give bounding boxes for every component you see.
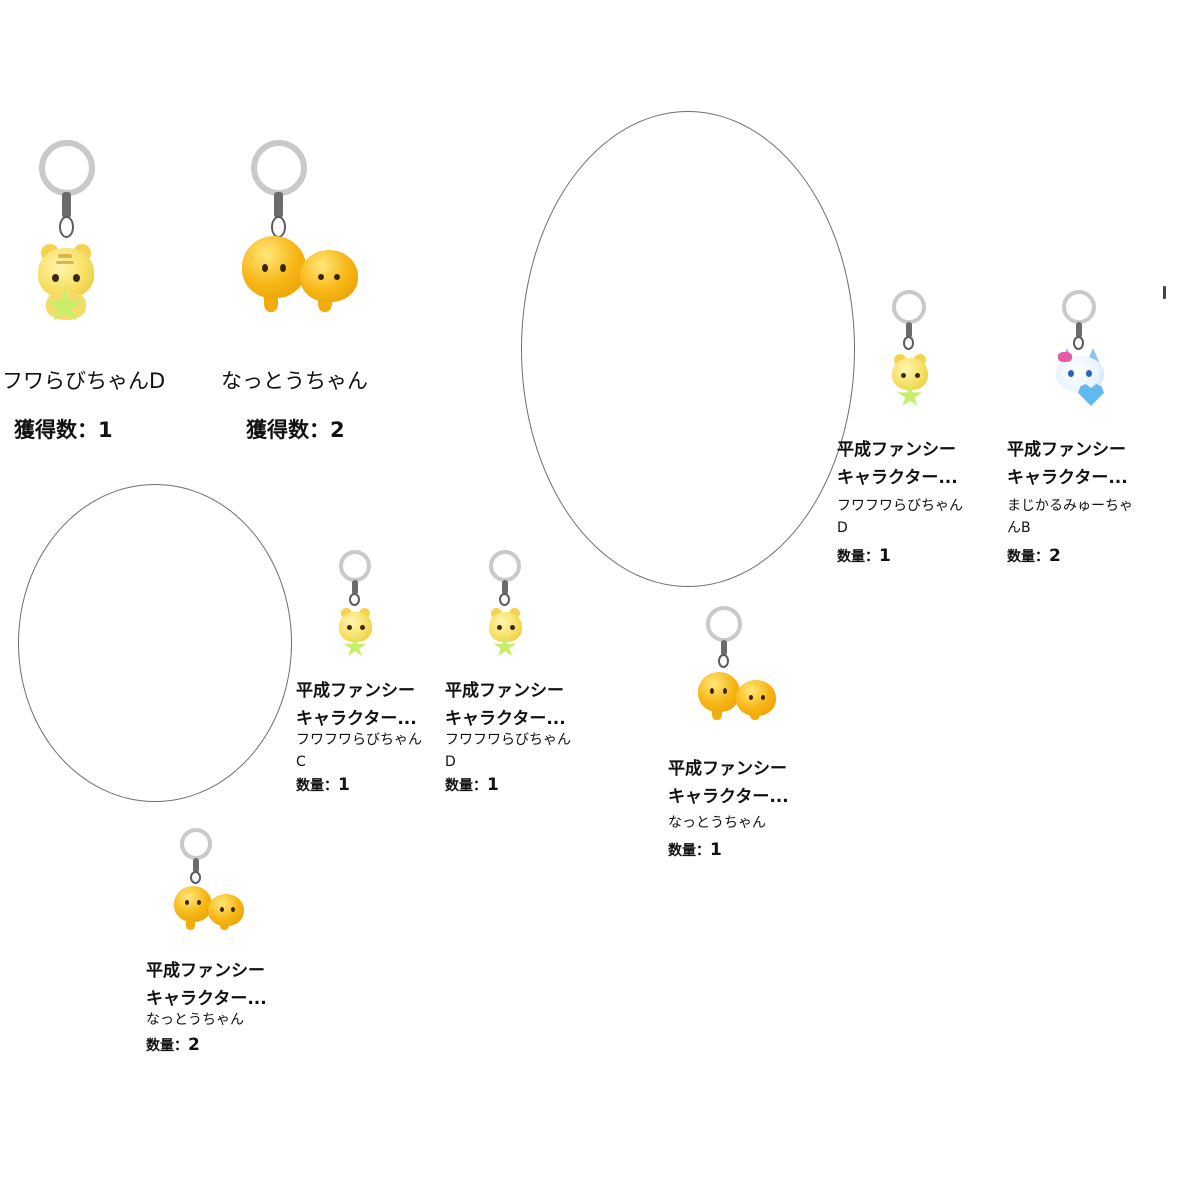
title-line: キャラクター... <box>1007 468 1128 488</box>
qty-value: 1 <box>338 775 350 795</box>
qty-label: 数量： <box>146 1038 188 1054</box>
product-card-title: 平成ファンシー キャラクター... <box>1007 436 1147 492</box>
product-card-subtitle: まじかるみゅーちゃんB <box>1007 498 1133 536</box>
qty-value: 2 <box>188 1035 200 1055</box>
product-card-subtitle: なっとうちゃん <box>146 1012 244 1028</box>
product-card-subtitle: フワフワらびちゃんD <box>837 498 963 536</box>
nattou-keychain-image <box>236 140 366 330</box>
nattou-keychain-image <box>694 606 784 726</box>
title-line: 平成ファンシー <box>146 961 265 981</box>
count-label: 獲得数： <box>14 418 98 442</box>
outline-oval-large <box>521 111 855 587</box>
product-card-title: 平成ファンシー キャラクター... <box>837 436 977 492</box>
qty-label: 数量： <box>1007 549 1049 565</box>
qty-label: 数量： <box>445 778 487 794</box>
title-line: 平成ファンシー <box>668 759 787 779</box>
qty-value: 1 <box>487 775 499 795</box>
title-line: 平成ファンシー <box>445 681 564 701</box>
product-card-qty: 数量：1 <box>445 775 499 795</box>
product-card-qty: 数量：1 <box>296 775 350 795</box>
product-card-subtitle: フワフワらびちゃんC <box>296 732 422 770</box>
product-card-qty: 数量：1 <box>668 840 722 860</box>
title-line: キャラクター... <box>296 709 417 729</box>
product-card-subtitle: なっとうちゃん <box>668 815 766 831</box>
tiger-keychain-image <box>480 550 536 660</box>
scrollbar-thumb[interactable] <box>1163 286 1166 299</box>
title-line: 平成ファンシー <box>837 440 956 460</box>
title-line: キャラクター... <box>445 709 566 729</box>
collection-item-name: なっとうちゃん <box>221 369 368 393</box>
qty-value: 1 <box>710 840 722 860</box>
title-line: 平成ファンシー <box>1007 440 1126 460</box>
title-line: キャラクター... <box>837 468 958 488</box>
product-card-title: 平成ファンシー キャラクター... <box>445 677 585 733</box>
qty-value: 1 <box>879 546 891 566</box>
count-label: 獲得数： <box>246 418 330 442</box>
outline-oval-left <box>18 484 292 802</box>
title-line: 平成ファンシー <box>296 681 415 701</box>
qty-value: 2 <box>1049 546 1061 566</box>
qty-label: 数量： <box>837 549 879 565</box>
product-card-subtitle: フワフワらびちゃんD <box>445 732 571 770</box>
product-card-qty: 数量：2 <box>146 1035 200 1055</box>
product-card-title: 平成ファンシー キャラクター... <box>668 755 808 811</box>
collection-item-count: 獲得数：1 <box>14 414 113 444</box>
count-value: 1 <box>98 418 113 442</box>
qty-label: 数量： <box>296 778 338 794</box>
title-line: キャラクター... <box>668 787 789 807</box>
nattou-keychain-image <box>170 828 260 938</box>
title-line: キャラクター... <box>146 989 267 1009</box>
product-card-qty: 数量：1 <box>837 546 891 566</box>
cat-keychain-image <box>1052 290 1122 410</box>
tiger-keychain-image <box>884 290 940 410</box>
tiger-keychain-image <box>330 550 386 660</box>
collection-item-name: フワらびちゃんD <box>2 369 166 393</box>
tiger-keychain-image <box>30 140 110 330</box>
count-value: 2 <box>330 418 345 442</box>
product-card-title: 平成ファンシー キャラクター... <box>146 957 286 1013</box>
collection-item-count: 獲得数：2 <box>246 414 345 444</box>
product-card-title: 平成ファンシー キャラクター... <box>296 677 436 733</box>
product-card-qty: 数量：2 <box>1007 546 1061 566</box>
qty-label: 数量： <box>668 843 710 859</box>
